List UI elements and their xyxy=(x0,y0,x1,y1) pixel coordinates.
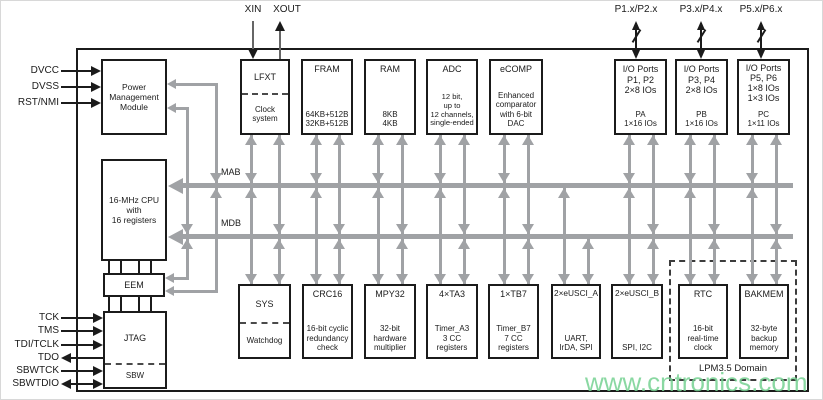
port-p3p4-label: P3.x/P4.x xyxy=(679,4,723,15)
block-timer-a3: 4×TA3 Timer_A3 3 CC registers xyxy=(426,284,478,359)
xin-label: XIN xyxy=(244,4,262,15)
watermark-text: www.cntronics.com xyxy=(585,367,808,397)
xin-line xyxy=(252,21,254,50)
block-fram-title: FRAM xyxy=(314,64,340,74)
block-jtag-title: JTAG xyxy=(123,333,147,343)
block-lfxt-title: LFXT xyxy=(253,72,276,82)
block-ecomp: eCOMP Enhanced comparator with 6-bit DAC xyxy=(489,59,543,135)
block-eusci-b-body: SPI, I2C xyxy=(622,342,652,352)
block-ecomp-title: eCOMP xyxy=(499,64,532,74)
dvcc-label: DVCC xyxy=(30,65,59,76)
tdo-arrowhead xyxy=(61,353,71,363)
port-line xyxy=(700,23,702,51)
block-eem: EEM xyxy=(103,273,165,297)
sbwtck-label: SBWTCK xyxy=(16,365,59,376)
port-line xyxy=(760,23,762,51)
sbwtdio-arrowhead xyxy=(61,379,71,389)
block-timer-b7: 1×TB7 Timer_B7 7 CC registers xyxy=(488,284,539,359)
block-timer-a3-title: 4×TA3 xyxy=(438,289,466,299)
block-io1-title: I/O Ports P1, P2 2×8 IOs xyxy=(622,64,659,96)
sbwtdio-label: SBWTDIO xyxy=(12,378,59,389)
port-p1p2-label: P1.x/P2.x xyxy=(614,4,658,15)
tdi-tclk-label: TDI/TCLK xyxy=(14,339,59,350)
block-io2-title: I/O Ports P3, P4 2×8 IOs xyxy=(683,64,720,96)
device-outline-box xyxy=(76,48,809,392)
block-sys-title: SYS xyxy=(255,299,274,309)
block-eem-title: EEM xyxy=(124,279,144,290)
block-eusci-a-title: 2×eUSCI_A xyxy=(553,288,599,298)
block-adc: ADC 12 bit, up to 12 channels, single-en… xyxy=(426,59,478,135)
block-cpu: 16-MHz CPU with 16 registers xyxy=(101,159,167,261)
xout-arrowhead xyxy=(275,21,285,31)
block-io3-title: I/O Ports P5, P6 1×8 IOs 1×3 IOs xyxy=(745,63,782,103)
block-crc16: CRC16 16-bit cyclic redundancy check xyxy=(302,284,353,359)
block-adc-title: ADC xyxy=(442,64,462,74)
lpm35-domain-label: LPM3.5 Domain xyxy=(698,363,768,374)
lpm35-domain-box: LPM3.5 Domain xyxy=(669,260,797,381)
block-rtc-title: RTC xyxy=(693,289,713,299)
block-bakmem-title: BAKMEM xyxy=(744,289,784,299)
tms-label: TMS xyxy=(37,325,59,336)
block-eusci-a: 2×eUSCI_A UART, IrDA, SPI xyxy=(551,284,601,359)
bus-width-slash xyxy=(696,29,707,43)
block-adc-body: 12 bit, up to 12 channels, single-ended xyxy=(430,92,474,128)
block-sbw-label: SBW xyxy=(105,363,165,387)
bus-width-slash xyxy=(756,29,767,43)
block-sys-watchdog: SYS Watchdog xyxy=(238,284,291,359)
block-timer-a3-body: Timer_A3 3 CC registers xyxy=(434,324,470,352)
block-fram: FRAM 64KB+512B 32KB+512B xyxy=(301,59,353,135)
block-ecomp-body: Enhanced comparator with 6-bit DAC xyxy=(495,91,537,128)
port-arrowhead xyxy=(696,21,705,30)
block-fram-body: 64KB+512B 32KB+512B xyxy=(305,109,349,128)
block-eusci-a-body: UART, IrDA, SPI xyxy=(559,333,593,352)
block-cpu-title: 16-MHz CPU with 16 registers xyxy=(108,194,160,226)
block-mpy32-title: MPY32 xyxy=(375,289,405,299)
block-eusci-b-title: 2×eUSCI_B xyxy=(614,288,660,298)
block-timer-b7-title: 1×TB7 xyxy=(500,289,527,299)
rst-nmi-label: RST/NMI xyxy=(17,97,59,108)
block-jtag-sbw: JTAG SBW xyxy=(103,311,167,389)
bus-width-slash xyxy=(631,29,642,43)
block-io2-body: PB 1×16 IOs xyxy=(685,109,718,128)
port-p5p6-label: P5.x/P6.x xyxy=(739,4,783,15)
block-ram-body: 8KB 4KB xyxy=(382,109,398,128)
block-timer-b7-body: Timer_B7 7 CC registers xyxy=(496,324,531,352)
block-rtc-body: 16-bit real-time clock xyxy=(687,324,719,352)
block-power-management: Power Management Module xyxy=(101,59,167,135)
block-io-ports-p3-p4: I/O Ports P3, P4 2×8 IOs PB 1×16 IOs xyxy=(675,59,728,135)
dvss-label: DVSS xyxy=(31,81,59,92)
port-arrowhead xyxy=(631,21,640,30)
block-bakmem: BAKMEM 32-byte backup memory xyxy=(739,284,789,359)
tdo-label: TDO xyxy=(37,352,59,363)
block-io-ports-p5-p6: I/O Ports P5, P6 1×8 IOs 1×3 IOs PC 1×11… xyxy=(737,59,790,135)
block-watchdog-label: Watchdog xyxy=(240,322,289,357)
tck-label: TCK xyxy=(39,312,59,323)
block-rtc: RTC 16-bit real-time clock xyxy=(678,284,728,359)
block-io3-body: PC 1×11 IOs xyxy=(747,109,780,128)
block-mpy32: MPY32 32-bit hardware multiplier xyxy=(364,284,416,359)
mab-bus-label: MAB xyxy=(221,167,241,177)
block-clock-system-label: Clock system xyxy=(242,93,288,133)
block-crc16-title: CRC16 xyxy=(312,289,343,299)
block-mpy32-body: 32-bit hardware multiplier xyxy=(373,324,407,352)
block-power-management-title: Power Management Module xyxy=(109,81,159,113)
xout-label: XOUT xyxy=(273,4,301,15)
block-lfxt-clock-system: LFXT Clock system xyxy=(240,59,290,135)
block-crc16-body: 16-bit cyclic redundancy check xyxy=(306,324,349,352)
port-line xyxy=(635,23,637,51)
block-ram: RAM 8KB 4KB xyxy=(364,59,416,135)
mdb-bus-label: MDB xyxy=(221,218,241,228)
port-arrowhead xyxy=(756,21,765,30)
block-ram-title: RAM xyxy=(380,64,400,74)
block-io-ports-p1-p2: I/O Ports P1, P2 2×8 IOs PA 1×16 IOs xyxy=(614,59,667,135)
block-io1-body: PA 1×16 IOs xyxy=(624,109,657,128)
block-bakmem-body: 32-byte backup memory xyxy=(749,324,779,352)
block-eusci-b: 2×eUSCI_B SPI, I2C xyxy=(611,284,663,359)
